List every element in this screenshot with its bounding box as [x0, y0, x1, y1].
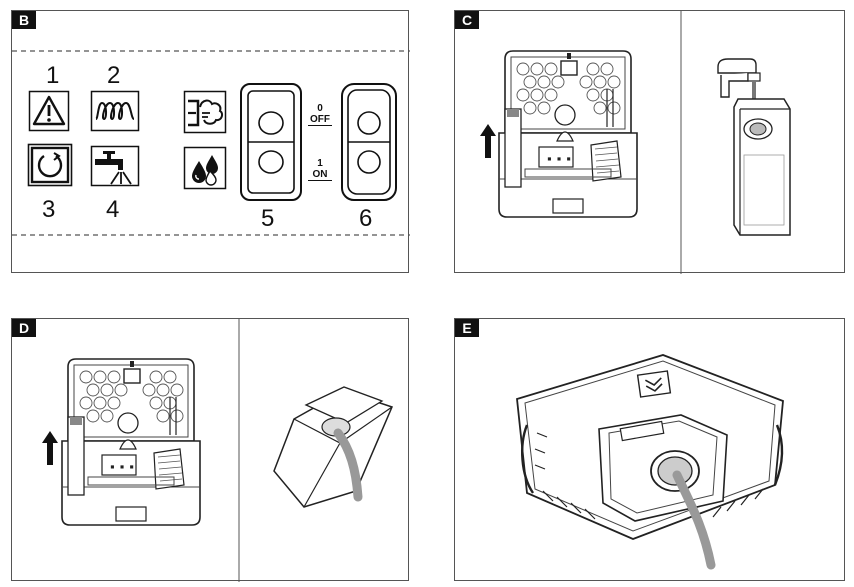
panel-c: C ▪ ▪ ▪ — [454, 10, 845, 274]
svg-text:▪ ▪ ▪: ▪ ▪ ▪ — [547, 154, 571, 163]
label-2: 2 — [107, 62, 121, 89]
warning-triangle-icon — [28, 90, 70, 132]
label-6: 6 — [359, 205, 373, 232]
arrow-up-icon-d — [42, 431, 58, 465]
tank-filling-illustration — [717, 58, 791, 236]
svg-text:▪ ▪ ▪: ▪ ▪ ▪ — [110, 462, 134, 471]
panel-b-dashes — [12, 50, 410, 236]
panel-c-label: C — [455, 11, 479, 29]
label-5: 5 — [261, 205, 275, 232]
panel-c-divider — [680, 11, 682, 274]
label-3: 3 — [42, 196, 56, 223]
switch-on-text: ON — [308, 169, 332, 181]
panel-d-divider — [238, 319, 240, 582]
rocker-switch-6 — [341, 83, 397, 201]
switch-on-label: 1 ON — [308, 158, 332, 181]
water-drops-icon — [183, 146, 227, 190]
rocker-switch-5 — [240, 83, 302, 201]
open-case-illustration: ▪ ▪ ▪ — [498, 50, 638, 218]
switch-off-label: 0 OFF — [308, 103, 332, 126]
water-tap-icon — [90, 145, 140, 187]
open-case-illustration-d: ▪ ▪ ▪ — [61, 358, 201, 526]
panel-e-label: E — [455, 319, 479, 337]
panel-b-label: B — [12, 11, 36, 29]
steam-icon — [183, 90, 227, 134]
panel-b: B 1 2 3 4 — [11, 10, 410, 273]
power-cycle-icon — [27, 143, 73, 187]
panel-d: D ▪ ▪ ▪ — [11, 318, 409, 582]
switch-off-num: 0 — [317, 103, 323, 114]
panel-e: E — [454, 318, 845, 581]
switch-off-text: OFF — [308, 114, 332, 126]
label-1: 1 — [46, 62, 60, 89]
switch-on-num: 1 — [317, 158, 323, 169]
heating-coil-icon — [90, 90, 140, 132]
panel-d-label: D — [12, 319, 36, 337]
case-bottom-drain-illustration — [516, 354, 784, 570]
label-4: 4 — [106, 196, 120, 223]
arrow-up-icon — [480, 124, 496, 158]
tank-pouring-illustration — [273, 386, 394, 508]
